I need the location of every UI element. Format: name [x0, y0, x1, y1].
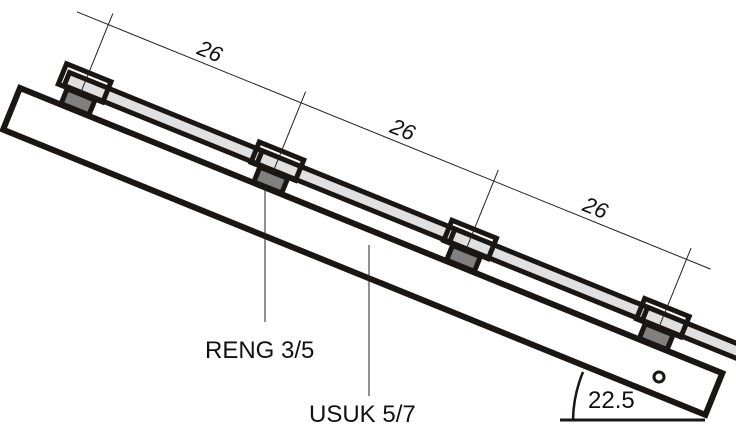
rafter [0, 84, 727, 419]
rafter-label: USUK 5/7 [309, 401, 416, 424]
dimension-line [76, 11, 711, 270]
dimension-label: 26 [193, 35, 227, 68]
batten-label: RENG 3/5 [205, 337, 314, 364]
dimension-extension-line [658, 248, 692, 329]
dimension-label: 26 [386, 113, 420, 146]
dimension-extension-line [465, 169, 499, 250]
dimension-label: 26 [578, 191, 612, 224]
angle-label: 22.5 [588, 387, 635, 414]
angle-arc [571, 371, 585, 421]
roof-tile [639, 303, 736, 366]
dimension-extension-line [80, 13, 114, 94]
dimension-extension-line [272, 91, 307, 172]
nail-hole-icon [652, 370, 666, 384]
